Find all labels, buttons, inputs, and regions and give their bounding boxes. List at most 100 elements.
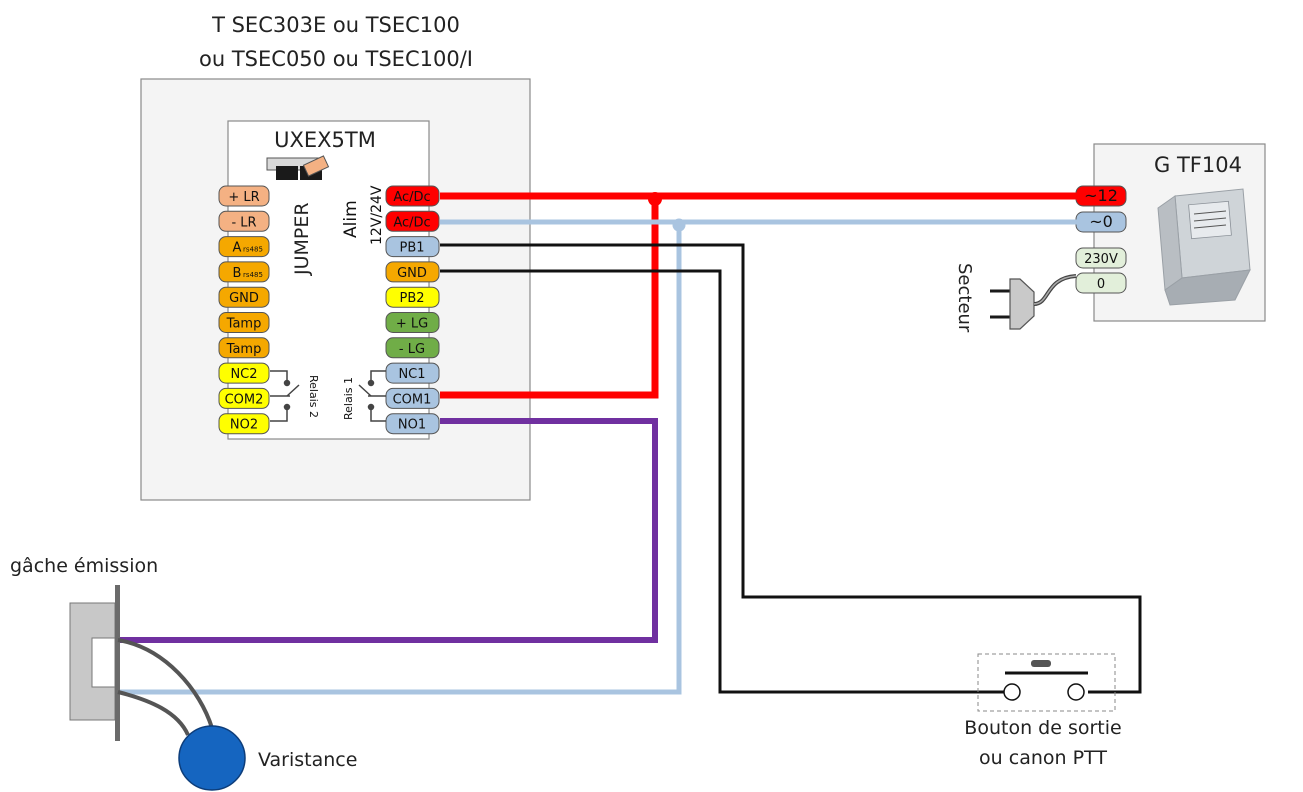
junction-dot	[672, 218, 686, 232]
terminal-right-7: NC1	[385, 362, 440, 384]
terminal-label: Tamp	[226, 317, 262, 332]
terminal-label: NC1	[398, 367, 425, 382]
terminal-box	[385, 236, 440, 258]
terminal-right-6: - LG	[385, 337, 440, 359]
relay1-symbol	[358, 370, 386, 422]
terminal-label: B	[233, 266, 242, 281]
terminal-box	[385, 210, 440, 232]
terminal-label: A	[233, 241, 242, 256]
relay2-symbol	[270, 370, 300, 422]
terminal-label: 0	[1097, 277, 1105, 292]
voltage-label: 12V/24V	[369, 185, 385, 245]
terminal-label: NO1	[398, 418, 426, 433]
terminal-box	[385, 312, 440, 333]
terminal-left-6: Tamp	[218, 337, 270, 359]
terminal-label: PB1	[399, 241, 424, 256]
junction-dot	[648, 192, 662, 206]
terminal-right-4: PB2	[385, 286, 440, 308]
terminal-label: - LG	[399, 342, 425, 357]
terminal-box	[385, 413, 440, 435]
relay1-label: Relais 1	[342, 377, 355, 420]
terminal-right-5: + LG	[385, 312, 440, 333]
terminal-left-7: NC2	[218, 362, 270, 384]
transformer-terminal-0: ~12	[1075, 185, 1127, 207]
terminal-label: GND	[397, 266, 427, 281]
varistor-icon	[117, 638, 246, 791]
terminal-label: ~0	[1089, 212, 1113, 231]
wire-gnd	[440, 269, 1005, 694]
terminal-label: GND	[229, 291, 259, 306]
main-unit-title-line1: T SEC303E ou TSEC100	[211, 13, 460, 37]
terminal-label: ~12	[1084, 186, 1118, 205]
terminal-box	[1075, 247, 1127, 269]
terminal-box	[385, 286, 440, 308]
terminal-box	[385, 387, 440, 409]
terminal-label: NC2	[230, 367, 257, 382]
terminal-box	[218, 261, 270, 283]
terminal-box	[218, 337, 270, 359]
terminal-label: Ac/Dc	[393, 215, 430, 230]
terminal-box	[1075, 272, 1127, 294]
terminal-left-5: Tamp	[218, 312, 270, 333]
terminal-right-3: GND	[385, 261, 440, 283]
exit-button-symbol	[977, 653, 1116, 712]
terminal-right-2: PB1	[385, 236, 440, 258]
wire-power-com1	[440, 196, 659, 399]
terminal-left-4: GND	[218, 286, 270, 308]
terminal-box	[385, 362, 440, 384]
wire-relay-no1	[118, 418, 658, 643]
terminal-box	[385, 185, 440, 207]
terminal-right-8: COM1	[385, 387, 440, 409]
terminal-label: NO2	[230, 418, 258, 433]
jumper-icon	[266, 155, 330, 180]
mains-label: Secteur	[954, 263, 975, 333]
exit-button-label-line1: Bouton de sortie	[964, 717, 1121, 739]
transformer-terminal-1: ~0	[1075, 211, 1127, 233]
terminal-right-1: Ac/Dc	[385, 210, 440, 232]
terminal-label: 230V	[1084, 252, 1118, 267]
transformer-image	[1157, 188, 1251, 306]
terminal-box	[385, 337, 440, 359]
relay2-label: Relais 2	[307, 375, 320, 418]
terminal-box	[218, 286, 270, 308]
terminal-label: + LR	[228, 190, 259, 205]
transformer-terminal-2: 230V	[1075, 247, 1127, 269]
terminal-box	[218, 413, 270, 435]
terminal-box	[385, 261, 440, 283]
terminal-left-0: + LR	[218, 185, 270, 207]
jumper-label: JUMPER	[291, 202, 313, 276]
terminal-box	[218, 387, 270, 409]
terminal-label: Ac/Dc	[393, 190, 430, 205]
strike-label: gâche émission	[10, 555, 158, 577]
terminal-left-9: NO2	[218, 413, 270, 435]
transformer-terminal-block: ~12 ~0 230V 0	[1075, 185, 1127, 294]
terminal-box	[218, 312, 270, 333]
terminal-label: - LR	[231, 215, 256, 230]
terminal-label: COM2	[225, 392, 264, 407]
terminal-right-9: NO1	[385, 413, 440, 435]
terminal-label: COM1	[393, 392, 432, 407]
strike-icon	[69, 585, 120, 741]
terminal-label: PB2	[399, 291, 424, 306]
transformer-terminal-3: 0	[1075, 272, 1127, 294]
terminal-label: + LG	[396, 317, 428, 332]
alim-label: Alim	[341, 200, 361, 238]
terminal-box	[218, 210, 270, 232]
varistor-label: Varistance	[258, 749, 357, 771]
terminal-box	[218, 236, 270, 258]
main-unit-title-line2: ou TSEC050 ou TSEC100/I	[199, 47, 473, 71]
transformer-title: G TF104	[1154, 153, 1242, 177]
wire-pb1	[440, 243, 1142, 694]
terminal-box	[218, 362, 270, 384]
terminal-box	[218, 185, 270, 207]
terminal-sublabel: rs485	[243, 246, 263, 254]
terminal-label: Tamp	[226, 342, 262, 357]
exit-button-label-line2: ou canon PTT	[979, 747, 1107, 769]
module-title: UXEX5TM	[274, 128, 376, 152]
terminal-left-1: - LR	[218, 210, 270, 232]
